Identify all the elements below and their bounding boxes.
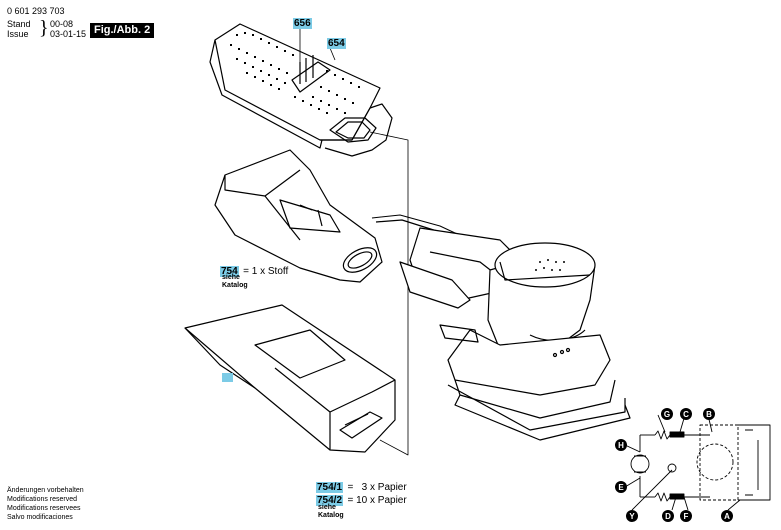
part-656-label: 656 xyxy=(293,18,312,29)
part-754b-katalog: Katalog xyxy=(318,512,344,519)
part-754-2-block: 754/2 = 10 x Papier xyxy=(316,490,407,508)
brace: } xyxy=(39,17,49,39)
stand-date: 00-08 xyxy=(50,19,74,29)
part-754-1-desc: = 3 x Papier xyxy=(347,482,407,493)
part-754-katalog: Katalog xyxy=(222,282,248,289)
wire-label-g-text: G xyxy=(664,410,670,419)
part-654-label: 654 xyxy=(327,38,346,49)
part-754b-siehe: siehe xyxy=(318,504,336,511)
footer-line-es: Salvo modificaciones xyxy=(7,514,73,521)
wire-label-c xyxy=(680,408,692,420)
sander-illustration xyxy=(371,214,631,441)
wire-label-h-text: H xyxy=(618,441,624,450)
footer-line-de: Änderungen vorbehalten xyxy=(7,487,84,494)
part-754-desc: = 1 x Stoff xyxy=(243,266,289,277)
dust-box-illustration xyxy=(209,23,393,157)
cloth-bag-illustration xyxy=(214,149,383,283)
highlight-marker xyxy=(222,373,233,382)
wiring-diagram xyxy=(624,414,771,511)
wire-label-y-text: Y xyxy=(629,512,635,521)
wire-label-f-text: F xyxy=(684,512,689,521)
part-754-2-desc: = 10 x Papier xyxy=(347,495,407,506)
part-754-label: 754 xyxy=(220,266,239,277)
figure-label: Fig./Abb. 2 xyxy=(90,23,155,38)
wire-label-d-text: D xyxy=(665,512,671,521)
footer-notes: Änderungen vorbehalten Modifications res… xyxy=(7,486,84,522)
paper-bag-illustration xyxy=(184,304,396,453)
wire-label-e xyxy=(615,481,627,493)
wire-label-a-text: A xyxy=(724,512,730,521)
wire-label-c-text: C xyxy=(683,410,689,419)
footer-line-fr: Modifications reservees xyxy=(7,505,81,512)
part-754-1-label: 754/1 xyxy=(316,482,344,493)
part-754-2-label: 754/2 xyxy=(316,495,344,506)
wire-label-b-text: B xyxy=(706,410,712,419)
footer-line-en: Modifications reserved xyxy=(7,496,78,503)
part-number: 0 601 293 703 xyxy=(7,6,65,16)
wire-label-g xyxy=(661,408,673,420)
wire-label-f xyxy=(680,510,692,522)
wire-label-b xyxy=(703,408,715,420)
stand-label: Stand xyxy=(7,19,31,29)
issue-date: 03-01-15 xyxy=(50,29,87,39)
part-754-1-block: 754/1 = 3 x Papier xyxy=(316,477,407,495)
wire-label-e-text: E xyxy=(618,483,624,492)
part-754-block: 754 = 1 x Stoff xyxy=(220,261,288,279)
wire-label-y xyxy=(626,510,638,522)
wiring-labels: G C B H E Y D F A xyxy=(615,408,733,522)
wire-label-h xyxy=(615,439,627,451)
issue-label: Issue xyxy=(7,29,29,39)
wire-label-a xyxy=(721,510,733,522)
wire-label-d xyxy=(662,510,674,522)
part-754-siehe: siehe xyxy=(222,274,240,281)
